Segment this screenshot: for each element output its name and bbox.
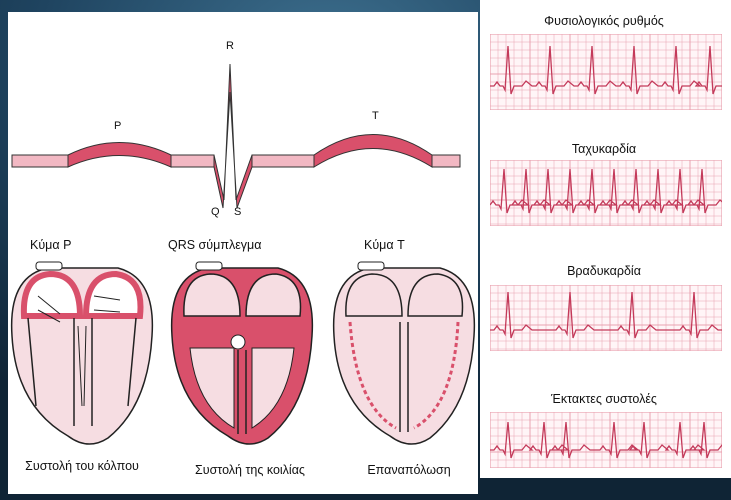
rhythm-title-normal: Φυσιολογικός ρυθμός [484,14,724,28]
t-wave-label: T [372,110,379,122]
cardiac-cycle-panel: P R Q S T Κύμα P QRS σύμπλεγμα Κύμα T [8,12,478,494]
rhythm-title-extrasystoles: Έκτακτες συστολές [484,392,724,406]
rhythm-strip-tachycardia [490,160,722,226]
r-peak-label: R [226,40,234,52]
heart-caption-t: Επαναπόλωση [344,462,474,478]
heart-repolarization [334,262,475,444]
rhythm-strips-panel: Φυσιολογικός ρυθμός Ταχυκαρδία Βραδυκαρδ… [480,0,731,478]
rhythm-strip-extrasystoles [490,412,722,468]
heart-diagrams [8,256,478,456]
heart-title-t: Κύμα T [364,238,405,252]
q-label: Q [211,206,220,218]
p-wave-label: P [114,120,121,132]
ecg-waveform [8,12,478,222]
rhythm-strip-bradycardia [490,285,722,351]
heart-caption-p: Συστολή του κόλπου [22,458,142,474]
ecg-grid [490,412,722,468]
heart-title-p: Κύμα P [30,238,71,252]
heart-caption-qrs: Συστολή της κοιλίας [190,462,310,478]
rhythm-title-bradycardia: Βραδυκαρδία [484,264,724,278]
heart-ventricles [172,262,313,444]
rhythm-strip-normal [490,34,722,110]
ecg-grid [490,285,722,351]
ecg-grid [490,34,722,110]
rhythm-title-tachycardia: Ταχυκαρδία [484,142,724,156]
heart-title-qrs: QRS σύμπλεγμα [168,238,261,252]
heart-atria [12,262,153,444]
s-label: S [234,206,241,218]
